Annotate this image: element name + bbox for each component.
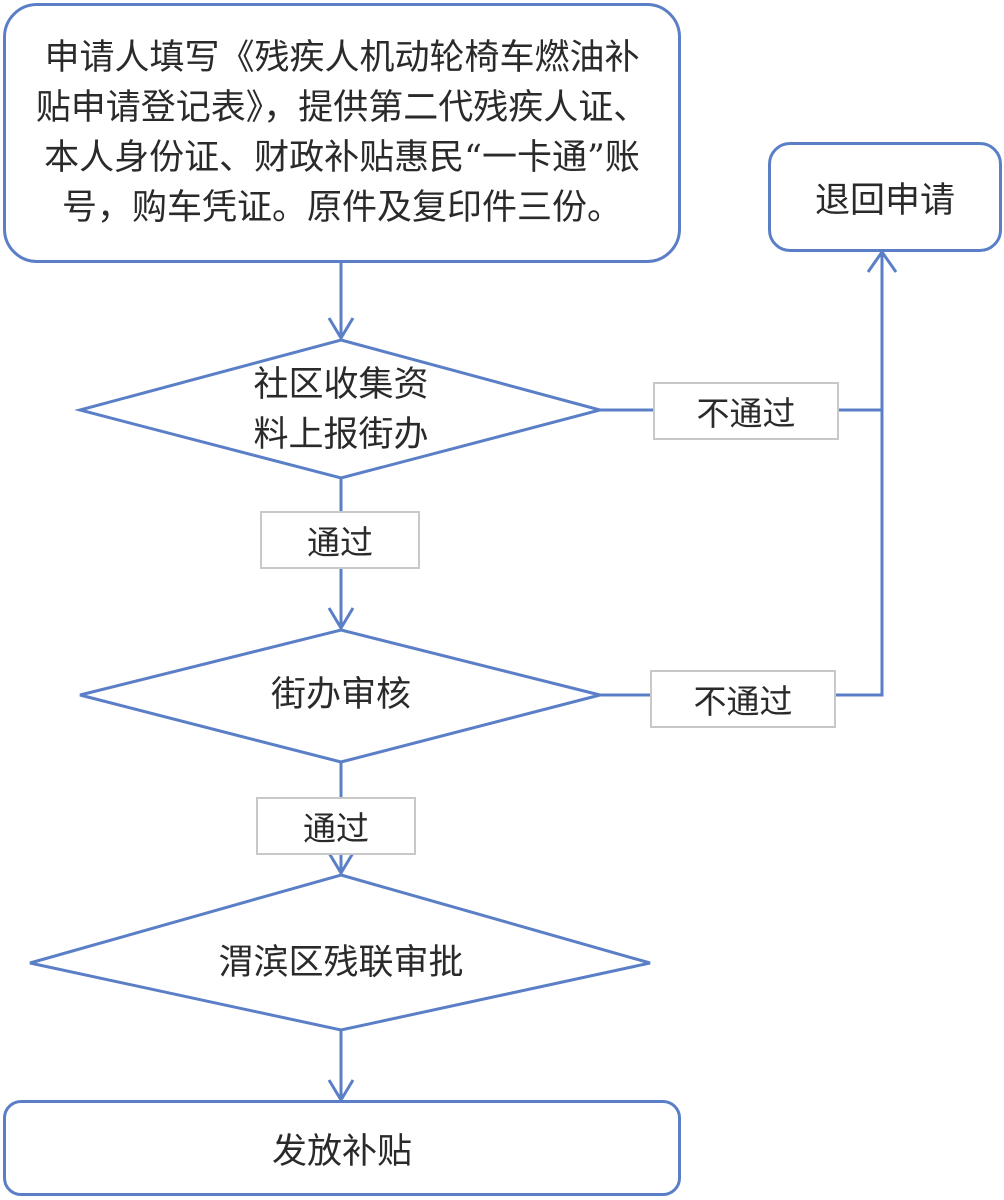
decision-community-line1: 社区收集资 <box>253 365 429 405</box>
decision-district: 渭滨区残联审批 <box>150 938 532 988</box>
edge-label-text: 不通过 <box>693 682 793 721</box>
edge-label-street-pass: 通过 <box>256 797 416 855</box>
start-node-text: 申请人填写《残疾人机动轮椅车燃油补贴申请登记表》，提供第二代残疾人证、本人身份证… <box>35 38 649 228</box>
edge-label-text: 通过 <box>303 809 369 848</box>
edge-label-street-fail: 不通过 <box>650 670 836 728</box>
edge-label-community-pass: 通过 <box>260 511 420 569</box>
arrowhead-icon <box>327 852 355 876</box>
reject-node-text: 退回申请 <box>814 180 955 221</box>
decision-community-line2: 料上报街办 <box>253 415 429 455</box>
arrowhead-icon <box>327 607 355 631</box>
decision-street-text: 街办审核 <box>270 675 411 715</box>
reject-node: 退回申请 <box>768 142 1002 252</box>
arrowhead-icon <box>866 249 898 273</box>
decision-street: 街办审核 <box>200 670 482 720</box>
decision-district-text: 渭滨区残联审批 <box>218 943 464 983</box>
edge-street-fail <box>600 252 884 697</box>
issue-node: 发放补贴 <box>3 1100 681 1196</box>
issue-node-text: 发放补贴 <box>271 1131 412 1172</box>
edge-label-community-fail: 不通过 <box>653 382 839 440</box>
edge-label-text: 不通过 <box>696 394 796 433</box>
arrowhead-icon <box>327 317 355 341</box>
decision-community: 社区收集资 料上报街办 <box>200 360 482 460</box>
start-node: 申请人填写《残疾人机动轮椅车燃油补贴申请登记表》，提供第二代残疾人证、本人身份证… <box>3 3 681 263</box>
edge-label-text: 通过 <box>307 523 373 562</box>
